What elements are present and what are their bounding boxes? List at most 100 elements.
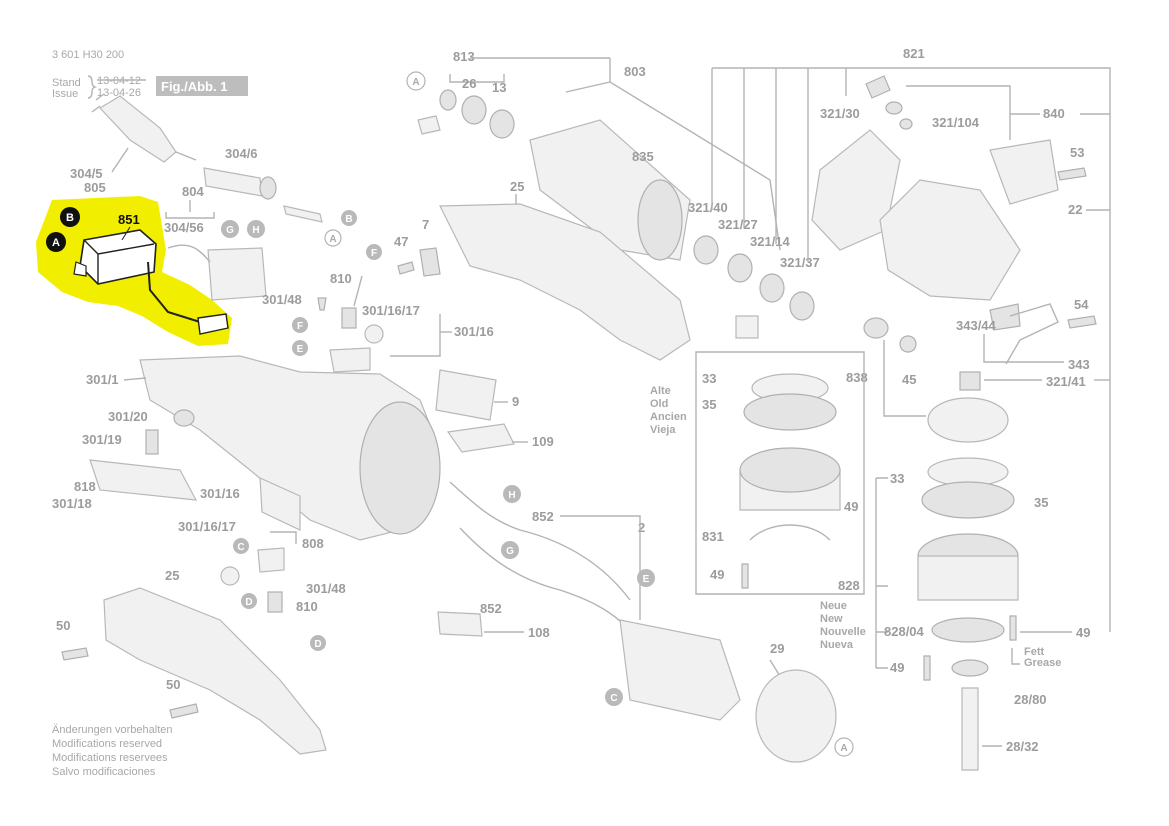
needle-bearing xyxy=(735,315,759,339)
bevel-gear-part xyxy=(927,397,1009,443)
lang-new-4: Nueva xyxy=(820,639,854,651)
label-301-16-low: 301/16 xyxy=(200,486,240,501)
lang-old-1: Alte xyxy=(650,385,671,397)
bracket-343 xyxy=(983,334,1064,363)
bearing-13-part xyxy=(489,109,515,139)
footer-line-4: Salvo modificaciones xyxy=(52,766,156,778)
motor-housing-opening xyxy=(359,401,441,535)
label-321-104: 321/104 xyxy=(932,115,980,130)
circlip-part xyxy=(693,235,719,265)
label-321-40: 321/40 xyxy=(688,200,728,215)
label-49-old: 49 xyxy=(844,499,858,514)
grease-2: Grease xyxy=(1024,657,1061,669)
bearing-flange-old-top xyxy=(739,447,841,493)
screw-49-old xyxy=(741,563,749,589)
bearing-321-37 xyxy=(789,291,815,321)
marker-h-circle-2 xyxy=(503,485,521,503)
brush-connector xyxy=(197,313,229,335)
label-321-27: 321/27 xyxy=(718,217,758,232)
label-803: 803 xyxy=(624,64,646,79)
plug-part xyxy=(99,95,177,163)
marker-h-text: H xyxy=(252,225,259,236)
clip-part xyxy=(417,115,441,135)
label-301-1: 301/1 xyxy=(86,372,119,387)
issue-label: Issue xyxy=(52,88,78,100)
doc-number: 3 601 H30 200 xyxy=(52,49,124,61)
part-45 xyxy=(899,335,917,353)
label-2: 2 xyxy=(638,520,645,535)
marker-b-label: B xyxy=(66,212,74,224)
bracket xyxy=(87,75,98,99)
label-304-56: 304/56 xyxy=(164,220,204,235)
footer-line-2: Modifications reserved xyxy=(52,738,162,750)
label-852-top: 852 xyxy=(532,509,554,524)
switch-slide-part xyxy=(89,459,198,501)
label-13-top: 13 xyxy=(492,80,506,95)
brush-810-low xyxy=(267,591,283,613)
label-50-a: 50 xyxy=(56,618,70,633)
label-301-16-17-low: 301/16/17 xyxy=(178,519,236,534)
stand-label: Stand xyxy=(52,77,81,89)
wire-852-a xyxy=(449,481,631,601)
marker-g-text-2: G xyxy=(506,546,514,557)
part-7 xyxy=(419,247,441,277)
marker-b-dark xyxy=(60,207,80,227)
marker-b-circle xyxy=(341,210,357,226)
screw-49-new-2 xyxy=(923,655,931,681)
label-838: 838 xyxy=(846,370,868,385)
label-26: 26 xyxy=(462,76,476,91)
seal-new xyxy=(921,481,1015,519)
marker-g-circle-2 xyxy=(501,541,519,559)
leader-803 xyxy=(565,81,611,93)
figure-label: Fig./Abb. 1 xyxy=(161,79,227,94)
brush-box-low xyxy=(257,547,285,573)
spring-clip-831 xyxy=(749,524,831,541)
label-304-5: 304/5 xyxy=(70,166,103,181)
label-840: 840 xyxy=(1043,106,1065,121)
label-301-20: 301/20 xyxy=(108,409,148,424)
bracket-804 xyxy=(165,212,215,219)
spring-lock xyxy=(885,101,903,115)
bracket-301-16-top xyxy=(390,314,441,357)
marker-e-text-2: E xyxy=(643,574,650,585)
label-47: 47 xyxy=(394,234,408,249)
figure-label-box xyxy=(156,76,248,96)
label-301-48-top: 301/48 xyxy=(262,292,302,307)
spring-part-low xyxy=(220,566,240,586)
label-7: 7 xyxy=(422,217,429,232)
lang-new-1: Neue xyxy=(820,600,847,612)
marker-a-text-bottom: A xyxy=(840,743,847,754)
lang-old-3: Ancien xyxy=(650,411,687,423)
washer-28-80 xyxy=(951,659,989,677)
label-321-37: 321/37 xyxy=(780,255,820,270)
label-53: 53 xyxy=(1070,145,1084,160)
label-49-old-2: 49 xyxy=(710,567,724,582)
grease-1: Fett xyxy=(1024,646,1045,658)
marker-a-circle xyxy=(324,229,342,247)
label-304-6: 304/6 xyxy=(225,146,258,161)
wire-852-b xyxy=(459,527,631,631)
gear-housing-top-part xyxy=(439,203,691,361)
leader-838 xyxy=(883,340,926,417)
label-321-14: 321/14 xyxy=(750,234,791,249)
label-321-30: 321/30 xyxy=(820,106,860,121)
label-54: 54 xyxy=(1074,297,1089,312)
bearing-321-14 xyxy=(759,273,785,303)
marker-d-text: D xyxy=(245,597,252,608)
label-810-top: 810 xyxy=(330,271,352,286)
stator-part xyxy=(619,619,741,721)
screw-50-b xyxy=(169,703,199,719)
screw-54 xyxy=(1067,315,1097,329)
label-28-32: 28/32 xyxy=(1006,739,1039,754)
cover-109-part xyxy=(446,423,515,453)
spring-part-top xyxy=(364,324,384,344)
marker-a-text-top: A xyxy=(412,77,419,88)
leader-808 xyxy=(270,531,297,544)
part-label-851: 851 xyxy=(118,212,140,227)
label-33-old: 33 xyxy=(702,371,716,386)
cord-end xyxy=(175,151,197,161)
issue-date: 13-04-26 xyxy=(97,87,141,99)
label-49-new-2: 49 xyxy=(890,660,904,675)
leader-301-1 xyxy=(123,377,147,381)
ring-part xyxy=(727,253,753,283)
